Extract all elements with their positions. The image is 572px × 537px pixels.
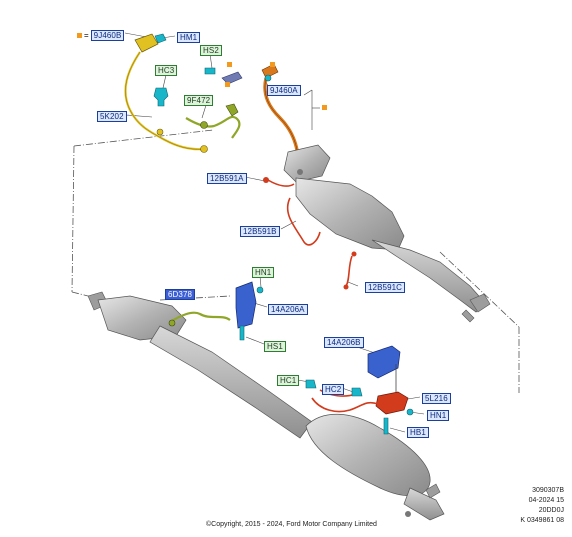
copyright-notice: ©Copyright, 2015 - 2024, Ford Motor Comp…	[206, 521, 377, 528]
label-5l216: 5L216	[422, 393, 451, 404]
leader-lines	[124, 32, 425, 433]
label-hc3: HC3	[155, 65, 178, 76]
lower-sensor-assembly	[168, 311, 231, 327]
label-hb1: HB1	[407, 427, 429, 438]
label-9f472: 9F472	[184, 95, 214, 106]
orange-square-marker	[270, 62, 275, 67]
module-5l216	[311, 389, 414, 435]
orange-pipe-assembly	[261, 63, 300, 157]
red-wire-connector	[351, 251, 357, 257]
label-9j460a: 9J460A	[267, 85, 301, 96]
label-14a206b: 14A206B	[324, 337, 364, 348]
drawing-info-block: 3090307B 04-2024 15 20DD0J K 0349861 08	[520, 486, 564, 526]
red-wire-assembly	[267, 179, 353, 287]
yellow-sensor-assembly	[124, 33, 208, 153]
orange-square-marker	[322, 105, 327, 110]
label-12b591b: 12B591B	[240, 226, 280, 237]
label-6d378: 6D378	[165, 289, 196, 300]
label-hn1-upper: HN1	[252, 267, 275, 278]
label-hc2: HC2	[322, 384, 345, 395]
label-12b591c: 12B591C	[365, 282, 406, 293]
label-12b591a: 12B591A	[207, 173, 247, 184]
label-5k202: 5K202	[97, 111, 127, 122]
orange-square-legend-icon	[77, 33, 82, 38]
label-14a206a: 14A206A	[268, 304, 308, 315]
bracket-14a206a	[235, 281, 264, 341]
hc2-clip	[351, 387, 363, 397]
legend-equals: =	[84, 31, 89, 40]
hc1-clip	[305, 379, 317, 389]
rear-muffler	[305, 413, 445, 521]
hm1-clip	[154, 33, 167, 44]
label-hs2: HS2	[200, 45, 222, 56]
drawing-number: 3090307B	[532, 487, 564, 494]
label-hc1: HC1	[277, 375, 300, 386]
legend-part-label: 9J460B	[90, 30, 125, 41]
drawing-date: 04-2024 15	[528, 497, 564, 504]
label-hs1: HS1	[264, 341, 286, 352]
front-pipe	[87, 291, 313, 439]
catalytic-converter	[283, 144, 491, 323]
hc3-clip	[153, 87, 169, 107]
drawing-reference: K 0349861 08	[520, 517, 564, 524]
red-wire-connector	[343, 284, 349, 290]
label-hm1: HM1	[177, 32, 201, 43]
label-hn1-lower: HN1	[427, 410, 450, 421]
drawing-code: 20DD0J	[538, 507, 564, 514]
red-wire-connector	[263, 177, 269, 183]
olive-sensor-assembly	[185, 103, 241, 139]
orange-square-marker	[225, 82, 230, 87]
legend: = 9J460B	[77, 30, 125, 41]
orange-square-marker	[227, 62, 232, 67]
hs2-bracket	[204, 67, 243, 85]
